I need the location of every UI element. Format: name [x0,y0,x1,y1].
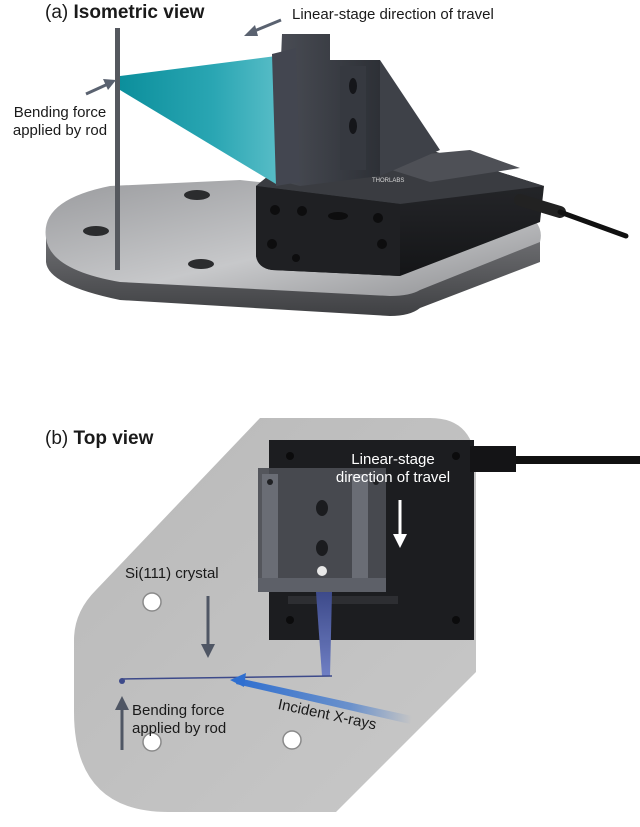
stage-brand-text: THORLABS [372,178,404,184]
top-view-travel-arrow [393,500,407,548]
panel-b-crystal-label: Si(111) crystal [125,565,219,582]
top-view-crystal [316,592,332,676]
panel-b-travel-line2: direction of travel [335,469,451,486]
panel-a-force-line1: Bending force [13,104,107,121]
travel-direction-arrow [244,18,282,36]
panel-b-travel-line1: Linear-stage [351,451,435,468]
panel-a-heading: (a) Isometric view [45,2,204,24]
top-view-force-arrow [115,696,129,750]
force-direction-arrow [85,79,116,96]
panel-a-force-label: Bending force applied by rod [6,104,114,140]
isometric-crystal-fan [120,56,276,184]
panel-a-force-line2: applied by rod [12,122,108,139]
panel-a-travel-label: Linear-stage direction of travel [292,6,494,23]
isometric-crystal-holder [272,48,300,186]
panel-a-letter: (a) [45,2,69,23]
panel-b-title: Top view [73,428,154,449]
panel-b-force-line1: Bending force [132,702,225,719]
panel-b-force-line2: applied by rod [132,720,227,737]
top-view-crystal-arrow [201,596,215,658]
top-view-cable [470,446,640,472]
panel-a-title: Isometric view [73,2,205,23]
isometric-bracket [276,34,440,186]
incident-xray-beam [230,673,412,724]
top-view-bracket [258,468,386,592]
panel-b-heading: (b) Top view [45,428,153,450]
panel-b-travel-label: Linear-stage direction of travel [326,451,460,487]
isometric-rod [115,28,120,270]
panel-b-force-label: Bending force applied by rod [132,702,226,738]
panel-b-letter: (b) [45,428,69,449]
isometric-cable [514,194,629,239]
top-view-rod [119,678,125,684]
top-view-crystal-edge [121,675,333,680]
